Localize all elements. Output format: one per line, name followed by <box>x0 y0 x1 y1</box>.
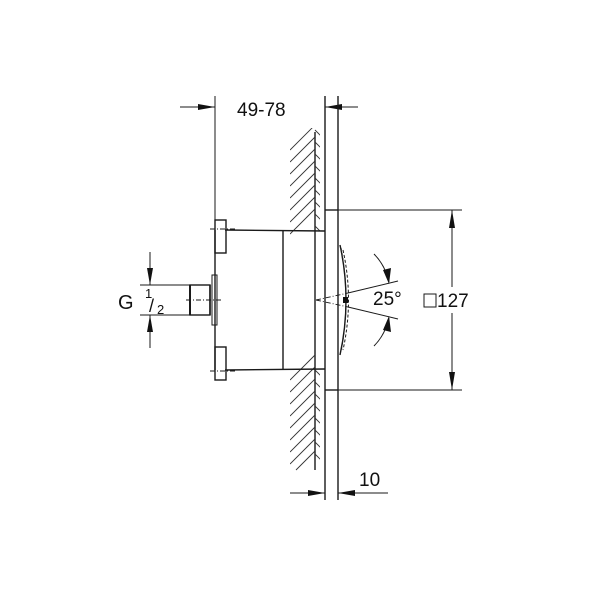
plate-thickness-label: 10 <box>359 470 380 491</box>
dimension-spray-angle: 25° <box>315 253 402 347</box>
thread-denominator: 2 <box>157 302 164 317</box>
fraction-slash: / <box>149 296 154 316</box>
thread-numerator: 1 <box>145 286 152 301</box>
plate-size-label: 127 <box>437 291 469 312</box>
dimension-thread: G 1 / 2 <box>118 252 190 348</box>
dimension-plate-thickness: 10 <box>290 470 388 496</box>
thread-prefix: G <box>118 292 134 314</box>
spray-angle-label: 25° <box>373 289 402 310</box>
housing-body <box>210 219 326 381</box>
inlet-connector <box>186 274 222 326</box>
installation-depth-label: 49-78 <box>237 100 286 121</box>
shower-plate <box>325 96 349 500</box>
wall-section <box>290 96 326 500</box>
dimension-plate-size: 127 <box>338 209 469 391</box>
